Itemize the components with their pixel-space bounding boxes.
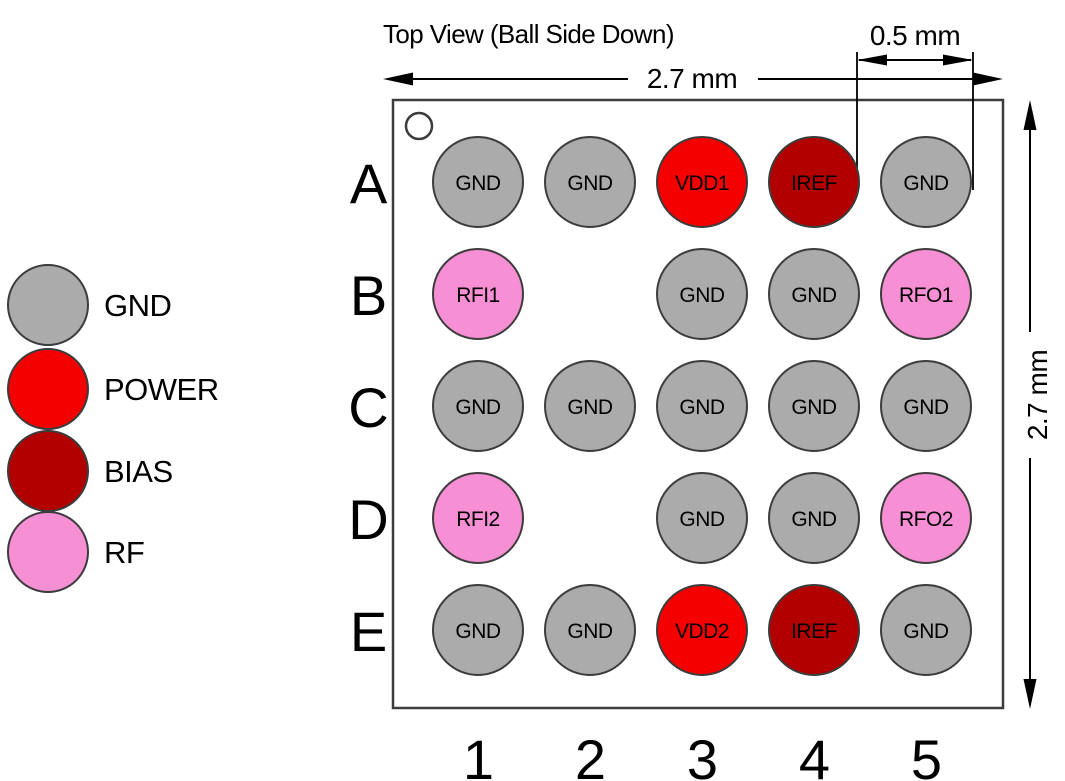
ball-D5 [880,472,972,564]
pitch-dimension-label: 0.5 mm [870,20,960,51]
legend-item-rf: RF [7,511,145,593]
ball-A4 [768,136,860,228]
ball-C2 [544,360,636,452]
row-label-A: A [350,152,388,215]
legend-swatch-gnd [7,264,89,346]
legend-label-power: POWER [104,372,219,407]
height-dimension-label: 2.7 mm [1022,350,1053,440]
legend-swatch-power [7,348,89,430]
col-label-4: 4 [799,728,829,781]
ball-label-C5: GND [903,396,949,419]
ball-E5 [880,584,972,676]
legend: GND POWER BIAS RF [7,264,219,593]
row-label-C: C [348,376,387,439]
ball-D1 [432,472,524,564]
legend-label-gnd: GND [104,288,171,323]
arrow-right-icon [973,72,1003,86]
ball-label-A2: GND [567,172,613,195]
row-label-B: B [350,264,386,327]
ball-C5 [880,360,972,452]
diagram-title: Top View (Ball Side Down) [383,19,674,49]
ball-label-D1: RFI2 [456,508,500,531]
ball-B5 [880,248,972,340]
ball-label-B3: GND [679,284,725,307]
col-label-2: 2 [575,728,605,781]
ball-E2 [544,584,636,676]
ball-label-C1: GND [455,396,501,419]
height-dimension: 2.7 mm [1022,100,1053,709]
legend-label-bias: BIAS [104,454,173,489]
col-label-5: 5 [911,728,941,781]
ball-label-E3: VDD2 [675,620,729,643]
col-label-3: 3 [687,728,717,781]
ball-label-D3: GND [679,508,725,531]
ball-E3 [656,584,748,676]
ball-E1 [432,584,524,676]
legend-swatch-bias [7,430,89,512]
ball-C3 [656,360,748,452]
ball-C4 [768,360,860,452]
arrow-left-icon [857,54,887,66]
ball-A1 [432,136,524,228]
ball-B1 [432,248,524,340]
legend-item-power: POWER [7,348,219,430]
arrow-right-icon [943,54,973,66]
ball-label-B4: GND [791,284,837,307]
legend-item-bias: BIAS [7,430,173,512]
ball-label-B5: RFO1 [899,284,953,307]
row-label-E: E [350,600,386,663]
ball-label-E5: GND [903,620,949,643]
ball-label-E1: GND [455,620,501,643]
ball-label-A4: IREF [791,172,837,195]
legend-label-rf: RF [104,535,144,570]
ball-label-C3: GND [679,396,725,419]
ball-label-D4: GND [791,508,837,531]
pin1-marker-icon [404,111,434,141]
arrow-left-icon [383,72,413,86]
ball-label-D5: RFO2 [899,508,953,531]
ball-A2 [544,136,636,228]
width-dimension-label: 2.7 mm [647,63,737,94]
ball-B3 [656,248,748,340]
ball-label-E2: GND [567,620,613,643]
ball-label-B1: RFI1 [456,284,500,307]
ball-label-A1: GND [455,172,501,195]
ball-label-A5: GND [903,172,949,195]
arrow-down-icon [1023,679,1037,709]
legend-swatch-rf [7,511,89,593]
ball-A3 [656,136,748,228]
arrow-up-icon [1023,100,1037,130]
ball-D4 [768,472,860,564]
ball-label-A3: VDD1 [675,172,729,195]
legend-item-gnd: GND [7,264,172,346]
ball-C1 [432,360,524,452]
ball-D3 [656,472,748,564]
column-labels: 1 2 3 4 5 [463,728,942,781]
width-dimension: 2.7 mm [383,63,1003,94]
ball-B4 [768,248,860,340]
row-label-D: D [348,488,387,551]
col-label-1: 1 [463,728,493,781]
ball-label-C4: GND [791,396,837,419]
ball-A5 [880,136,972,228]
pitch-dimension: 0.5 mm [856,20,974,190]
ball-label-E4: IREF [791,620,837,643]
ball-label-C2: GND [567,396,613,419]
ball-E4 [768,584,860,676]
